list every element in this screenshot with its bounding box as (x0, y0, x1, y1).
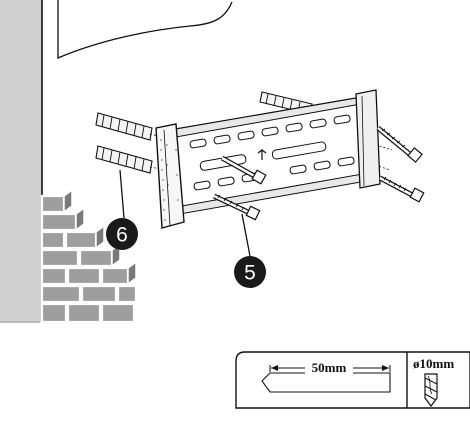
callout-5-leader (241, 213, 251, 257)
drill-diameter-label: ø10mm (413, 356, 454, 371)
drill-spec-box: 50mm ø10mm (235, 351, 470, 409)
drill-bit-icon (424, 373, 438, 407)
wall-mount-plate (155, 89, 381, 229)
drill-depth-diagram: 50mm (261, 360, 391, 393)
callout-6-leader (119, 169, 125, 219)
callout-6-label: 6 (116, 224, 128, 247)
callout-6: 6 (106, 218, 138, 250)
lag-screw-bottom (212, 193, 261, 221)
wall-section (0, 0, 233, 323)
clamp-texture (160, 139, 179, 221)
callout-5: 5 (234, 256, 266, 288)
hole-depth-label: 50mm (312, 360, 347, 375)
wall-anchor-lower-left (95, 145, 153, 174)
wall-anchor-upper-left (95, 112, 153, 141)
brick-pattern (40, 194, 138, 324)
lag-screw-right-upper (376, 126, 423, 163)
callout-5-label: 5 (244, 262, 256, 285)
lag-screw-center (220, 155, 267, 185)
lag-screw-right-lower (378, 175, 425, 203)
brick-depth (63, 188, 137, 286)
